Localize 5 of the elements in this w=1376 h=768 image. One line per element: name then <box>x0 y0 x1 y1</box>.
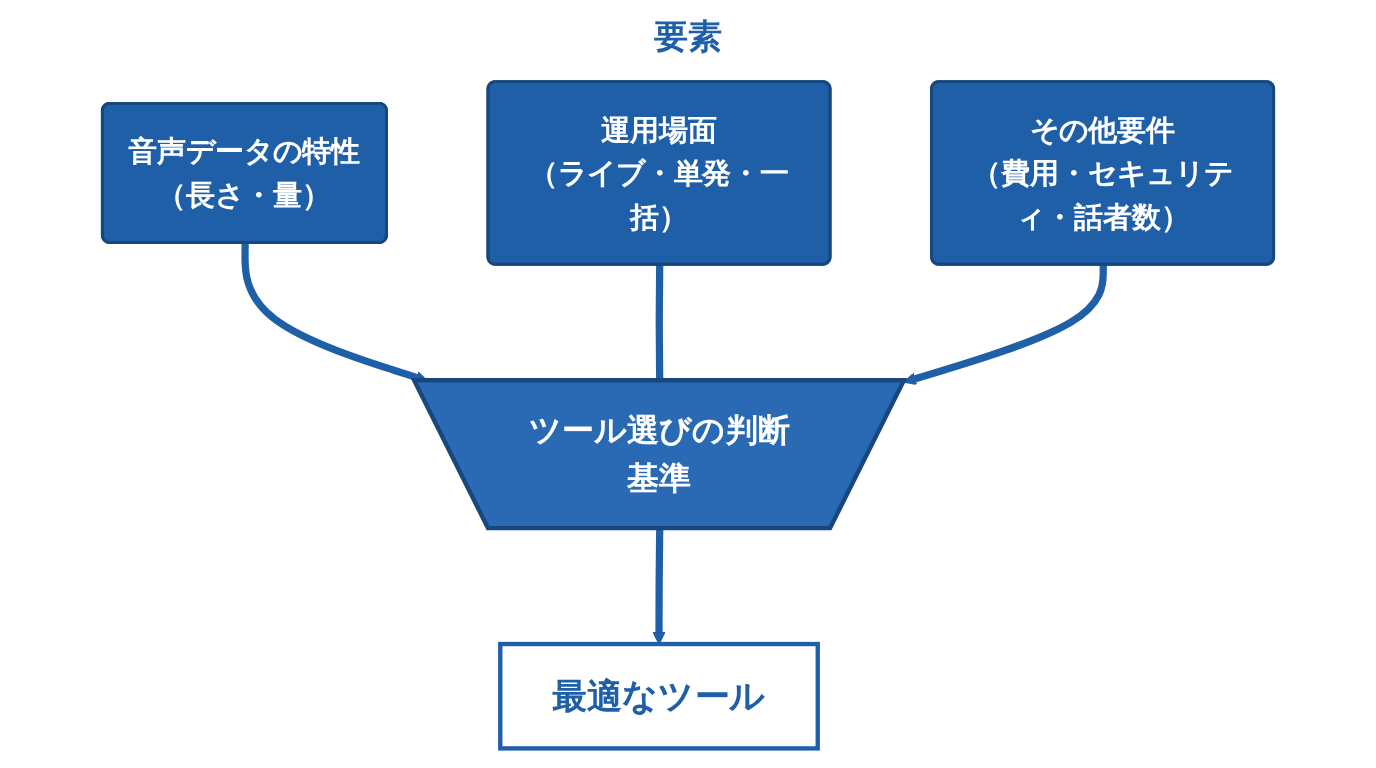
arrow <box>652 528 666 645</box>
arrow <box>903 264 1107 385</box>
connector <box>655 264 664 381</box>
node-box: 最適なツール <box>498 641 820 751</box>
diagram-title: 要素 <box>654 16 722 56</box>
